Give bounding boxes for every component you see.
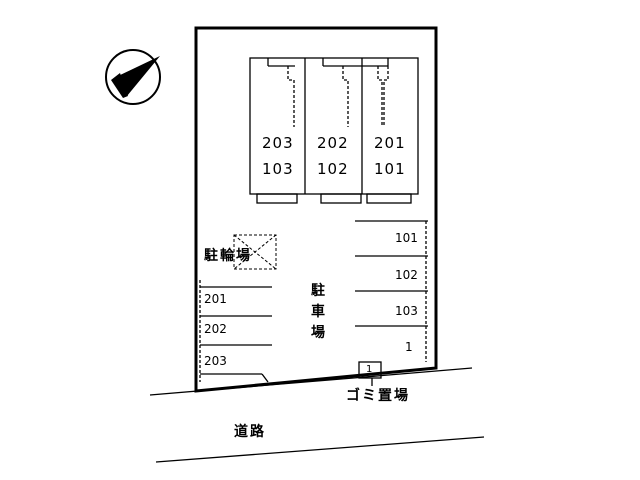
garbage-area-label: ゴミ置場 [346, 388, 410, 404]
unit-upper-label: 201 [374, 134, 406, 152]
parking-lot-char: 駐 [311, 283, 325, 299]
road-label: 道路 [234, 424, 266, 440]
parking-lot-char: 場 [311, 325, 325, 341]
parking-space-label: 202 [204, 322, 227, 336]
parking-space-label: 201 [204, 292, 227, 306]
parking-space-label: 101 [395, 231, 418, 245]
parking-space-label: 203 [204, 354, 227, 368]
property-boundary [194, 26, 438, 393]
unit-lower-label: 101 [374, 160, 406, 178]
apartment-building [249, 57, 419, 204]
unit-upper-label: 203 [262, 134, 294, 152]
unit-upper-label: 202 [317, 134, 349, 152]
north-arrow-icon [105, 49, 161, 105]
bicycle-parking-area [233, 234, 277, 270]
garbage-area [358, 361, 382, 386]
road-edge-lower [155, 436, 485, 463]
parking-space-label: 102 [395, 268, 418, 282]
parking-lot-char: 車 [311, 304, 325, 320]
parking-lot-label: 駐 車 場 [310, 283, 326, 346]
bicycle-parking-label: 駐輪場 [204, 248, 252, 264]
unit-lower-label: 103 [262, 160, 294, 178]
parking-space-label: 1 [405, 340, 413, 354]
unit-lower-label: 102 [317, 160, 349, 178]
right-parking-spaces [355, 220, 428, 362]
left-parking-spaces [199, 280, 272, 383]
road-edge-upper [149, 367, 473, 396]
garbage-marker: 1 [366, 364, 373, 375]
parking-space-label: 103 [395, 304, 418, 318]
